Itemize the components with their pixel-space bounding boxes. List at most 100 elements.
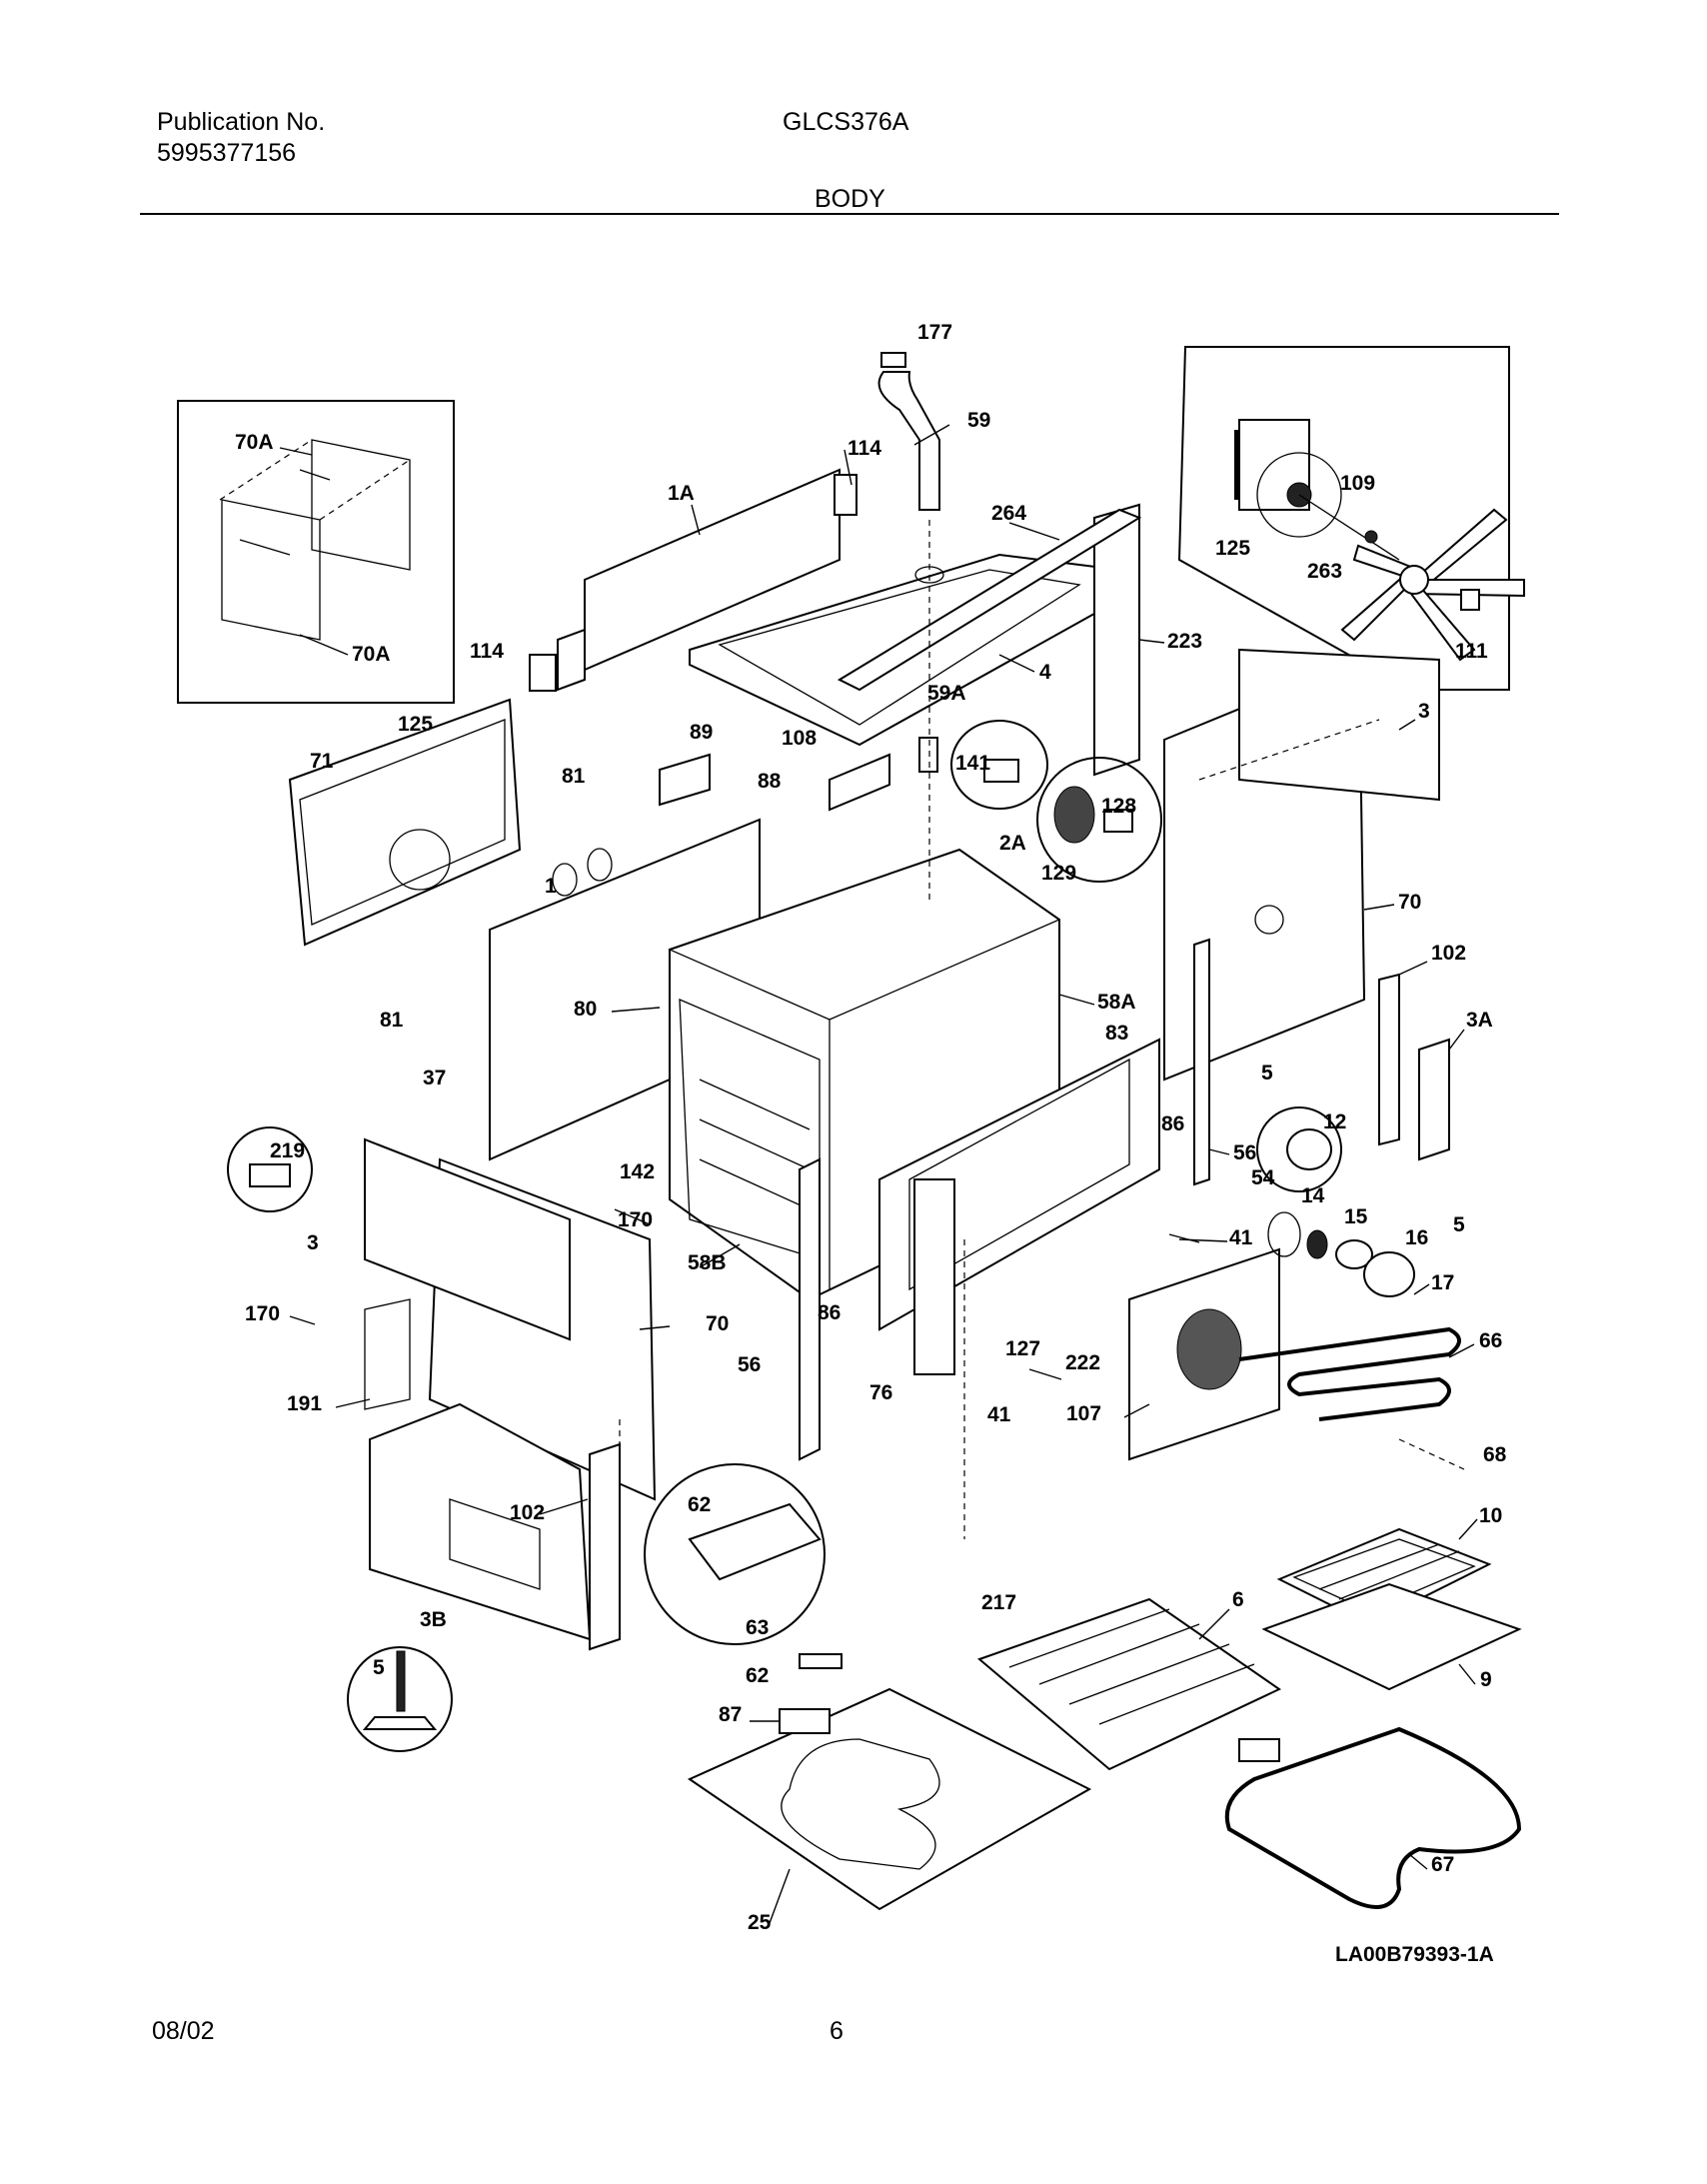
terminal-block-callout bbox=[644, 1463, 843, 1669]
part-label: 127 bbox=[1005, 1337, 1040, 1360]
part-label: 102 bbox=[510, 1501, 545, 1524]
part-label: 81 bbox=[380, 1009, 404, 1032]
part-label: 62 bbox=[688, 1493, 711, 1516]
part-label: 222 bbox=[1065, 1351, 1100, 1374]
part-label: 56 bbox=[738, 1353, 761, 1376]
front-frame-83 bbox=[878, 1038, 1160, 1375]
part-label: 108 bbox=[782, 727, 817, 750]
callout-141 bbox=[950, 720, 1048, 810]
lamp-assembly bbox=[1267, 1211, 1415, 1297]
callout-12 bbox=[1256, 1106, 1342, 1192]
part-label: 170 bbox=[245, 1302, 280, 1325]
part-label: 17 bbox=[1431, 1271, 1454, 1294]
inset-convection-fan bbox=[1177, 346, 1525, 691]
part-label: 111 bbox=[1455, 640, 1488, 663]
part-label: 68 bbox=[1483, 1443, 1507, 1466]
part-label: 41 bbox=[987, 1403, 1011, 1426]
part-label: 6 bbox=[1232, 1588, 1244, 1611]
bracket-108 bbox=[659, 737, 938, 812]
part-label: 86 bbox=[1161, 1112, 1184, 1135]
vent-tube bbox=[877, 352, 940, 511]
part-label: 264 bbox=[991, 502, 1026, 525]
part-label: 12 bbox=[1323, 1110, 1346, 1133]
part-label: 76 bbox=[869, 1381, 892, 1404]
part-label: 59 bbox=[967, 409, 990, 432]
part-label: 80 bbox=[574, 998, 597, 1021]
part-label: 83 bbox=[1105, 1022, 1128, 1045]
rear-wall-1a bbox=[529, 468, 857, 692]
part-label: 56 bbox=[1233, 1141, 1256, 1164]
frame-rail bbox=[837, 503, 1142, 777]
left-side-panel-70 bbox=[364, 1137, 657, 1501]
part-label: 58A bbox=[1097, 991, 1136, 1014]
convection-element-66 bbox=[1238, 1326, 1461, 1421]
thermostat-callout-219 bbox=[227, 1126, 313, 1212]
part-label: 114 bbox=[470, 640, 504, 663]
part-label: 3 bbox=[307, 1231, 319, 1254]
part-label: 5 bbox=[373, 1656, 385, 1679]
part-label: 125 bbox=[398, 713, 433, 736]
drawing-id: LA00B79393-1A bbox=[1335, 1943, 1494, 1966]
part-label: 70 bbox=[1398, 891, 1421, 914]
lower-panel-3b bbox=[364, 1298, 621, 1651]
part-label: 129 bbox=[1041, 862, 1076, 885]
part-label: 87 bbox=[719, 1703, 742, 1726]
page-number: 6 bbox=[830, 2017, 844, 2045]
part-label: 70A bbox=[235, 431, 274, 454]
part-label: 62 bbox=[746, 1664, 769, 1687]
broil-pan bbox=[1261, 1527, 1522, 1691]
seal-strips bbox=[799, 1157, 821, 1461]
part-label: 191 bbox=[287, 1392, 322, 1415]
publication-label: Publication No. bbox=[157, 108, 326, 136]
part-label: 1 bbox=[545, 875, 557, 898]
part-label: 37 bbox=[423, 1067, 446, 1090]
part-label: 86 bbox=[818, 1301, 841, 1324]
part-label: 102 bbox=[1431, 942, 1466, 965]
part-label: 66 bbox=[1479, 1329, 1502, 1352]
right-brackets bbox=[1193, 938, 1450, 1186]
part-label: 71 bbox=[310, 750, 334, 773]
part-labels: 177 59 114 1A 264 109 125 263 111 70A 70… bbox=[235, 321, 1507, 1966]
oven-bottom-25 bbox=[687, 1687, 1092, 1911]
bake-element-67 bbox=[1224, 1726, 1522, 1909]
part-label: 1A bbox=[668, 482, 695, 505]
part-label: 3 bbox=[1418, 700, 1430, 723]
part-label: 63 bbox=[746, 1616, 769, 1639]
alignment-lines bbox=[619, 520, 1465, 1539]
part-label: 88 bbox=[758, 770, 782, 793]
part-label: 3A bbox=[1466, 1009, 1493, 1032]
rear-panel-107 bbox=[1128, 1247, 1280, 1461]
part-label: 2A bbox=[999, 832, 1026, 855]
part-label: 223 bbox=[1167, 630, 1202, 653]
part-label: 81 bbox=[562, 765, 586, 788]
part-label: 54 bbox=[1251, 1166, 1275, 1189]
part-label: 263 bbox=[1307, 560, 1342, 583]
header-rule bbox=[140, 213, 1559, 215]
part-label: 10 bbox=[1479, 1504, 1502, 1527]
leader-lines bbox=[279, 424, 1478, 1924]
inset-70a-panels bbox=[177, 400, 455, 704]
side-panel-71 bbox=[288, 698, 522, 947]
part-label: 89 bbox=[690, 721, 713, 744]
part-label: 128 bbox=[1101, 795, 1136, 818]
part-label: 170 bbox=[618, 1208, 653, 1231]
part-label: 5 bbox=[1453, 1213, 1465, 1236]
part-label: 114 bbox=[848, 437, 881, 460]
part-label: 67 bbox=[1431, 1853, 1454, 1876]
part-label: 109 bbox=[1340, 472, 1375, 495]
callout-129 bbox=[1036, 757, 1162, 883]
part-label: 25 bbox=[748, 1911, 772, 1934]
part-label: 16 bbox=[1405, 1226, 1428, 1249]
part-label: 142 bbox=[620, 1160, 655, 1183]
part-label: 5 bbox=[1261, 1062, 1273, 1085]
part-label: 70A bbox=[352, 643, 391, 666]
part-label: 141 bbox=[955, 752, 990, 775]
part-label: 15 bbox=[1344, 1205, 1368, 1228]
section-title: BODY bbox=[815, 185, 885, 213]
part-label: 14 bbox=[1301, 1184, 1325, 1207]
model-number: GLCS376A bbox=[783, 108, 909, 136]
leveling-leg-callout bbox=[347, 1646, 453, 1752]
part-label: 70 bbox=[706, 1312, 729, 1335]
part-label: 177 bbox=[917, 321, 952, 344]
